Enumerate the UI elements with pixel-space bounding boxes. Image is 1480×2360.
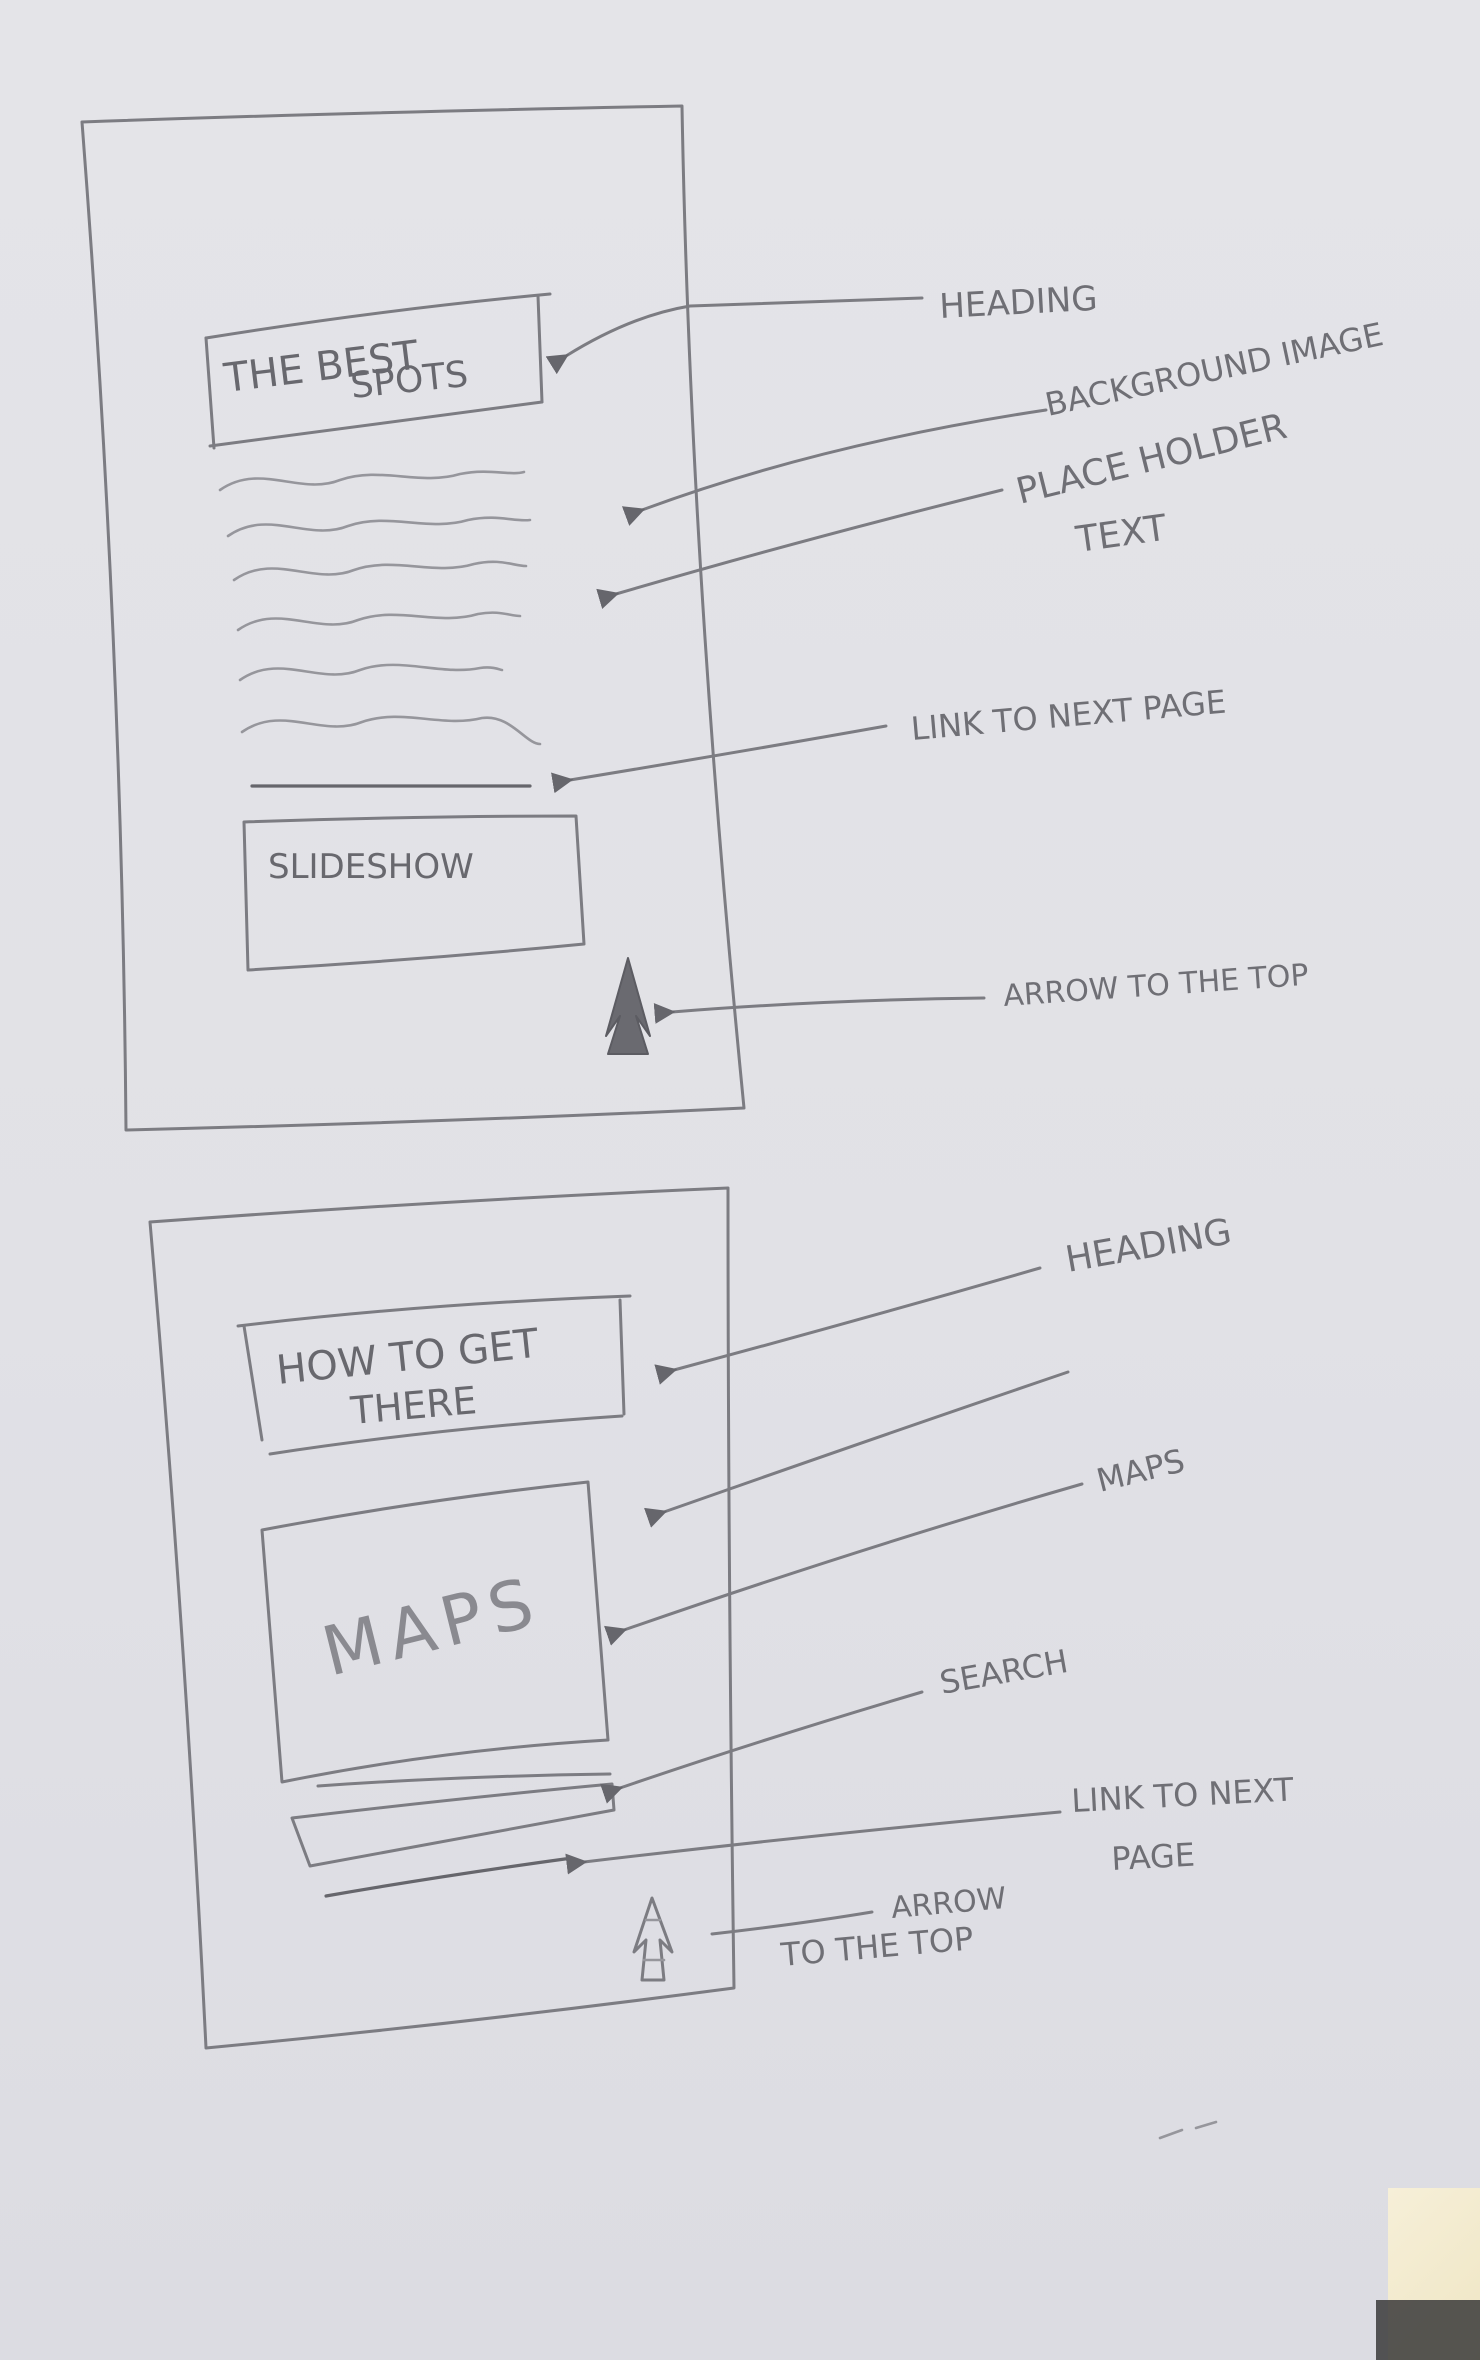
stray-pencil-mark <box>1158 2120 1218 2140</box>
label-heading-2: HEADING <box>1062 1211 1234 1280</box>
arrow-arrow-to-top <box>653 996 986 1024</box>
page1-heading-box: THE BEST SPOTS <box>204 292 552 450</box>
page1-wireframe: THE BEST SPOTS SLIDESHOW <box>80 104 746 1132</box>
label-search: SEARCH <box>937 1642 1071 1702</box>
label-maps: MAPS <box>1093 1441 1189 1499</box>
label-background-image: BACKGROUND IMAGE <box>1042 315 1387 424</box>
arrow-search <box>600 1690 924 1804</box>
arrow-placeholder-text <box>596 488 1004 610</box>
page1-frame <box>80 104 746 1132</box>
label-arrow-to-top: ARROW TO THE TOP <box>1002 958 1310 1014</box>
page2-maps-label: MAPS <box>315 1562 549 1692</box>
page2-search-box <box>290 1772 616 1898</box>
label-arrow-to-top-2-line1: ARROW <box>890 1881 1008 1926</box>
arrow-arrow-to-top-2 <box>710 1910 874 1936</box>
page2-link-line <box>324 1856 574 1898</box>
page1-slideshow-label: SLIDESHOW <box>268 847 474 887</box>
page2-maps-box: MAPS <box>260 1480 610 1784</box>
label-link-to-next-page: LINK TO NEXT PAGE <box>909 683 1227 748</box>
arrow-link-to-next-page <box>551 724 888 794</box>
page2-wireframe: HOW TO GET THERE MAPS <box>148 1186 736 2050</box>
page2-annotations: HEADING MAPS SEARCH LINK TO NEXT PAGE AR… <box>565 1211 1295 1974</box>
page2-arrow-to-top-icon <box>632 1896 674 1982</box>
page2-frame <box>148 1186 736 2050</box>
desk-shadow <box>1376 2300 1480 2360</box>
arrow-heading <box>545 296 924 375</box>
label-link-to-next-page-2-line1: LINK TO NEXT <box>1070 1770 1294 1820</box>
label-link-to-next-page-2-line2: PAGE <box>1110 1836 1195 1878</box>
arrow-link-to-next-page-2 <box>565 1810 1062 1875</box>
page2-heading-line2: THERE <box>348 1378 479 1433</box>
arrow-background-image <box>621 408 1048 526</box>
page2-heading-line1: HOW TO GET <box>274 1321 541 1394</box>
page1-slideshow-box: SLIDESHOW <box>242 814 586 972</box>
page1-arrow-to-top-icon <box>605 957 651 1055</box>
arrow-maps <box>604 1482 1084 1646</box>
label-placeholder-text-line2: TEXT <box>1073 508 1171 562</box>
arrow-heading-2 <box>654 1266 1042 1385</box>
label-arrow-to-top-2-line2: TO THE TOP <box>778 1919 975 1974</box>
arrow-maps-upper <box>644 1370 1070 1528</box>
page2-heading-box: HOW TO GET THERE <box>236 1294 632 1456</box>
label-heading: HEADING <box>938 279 1098 327</box>
page1-annotations: HEADING BACKGROUND IMAGE PLACE HOLDER TE… <box>545 279 1387 1024</box>
page1-placeholder-text-squiggles <box>218 470 542 788</box>
